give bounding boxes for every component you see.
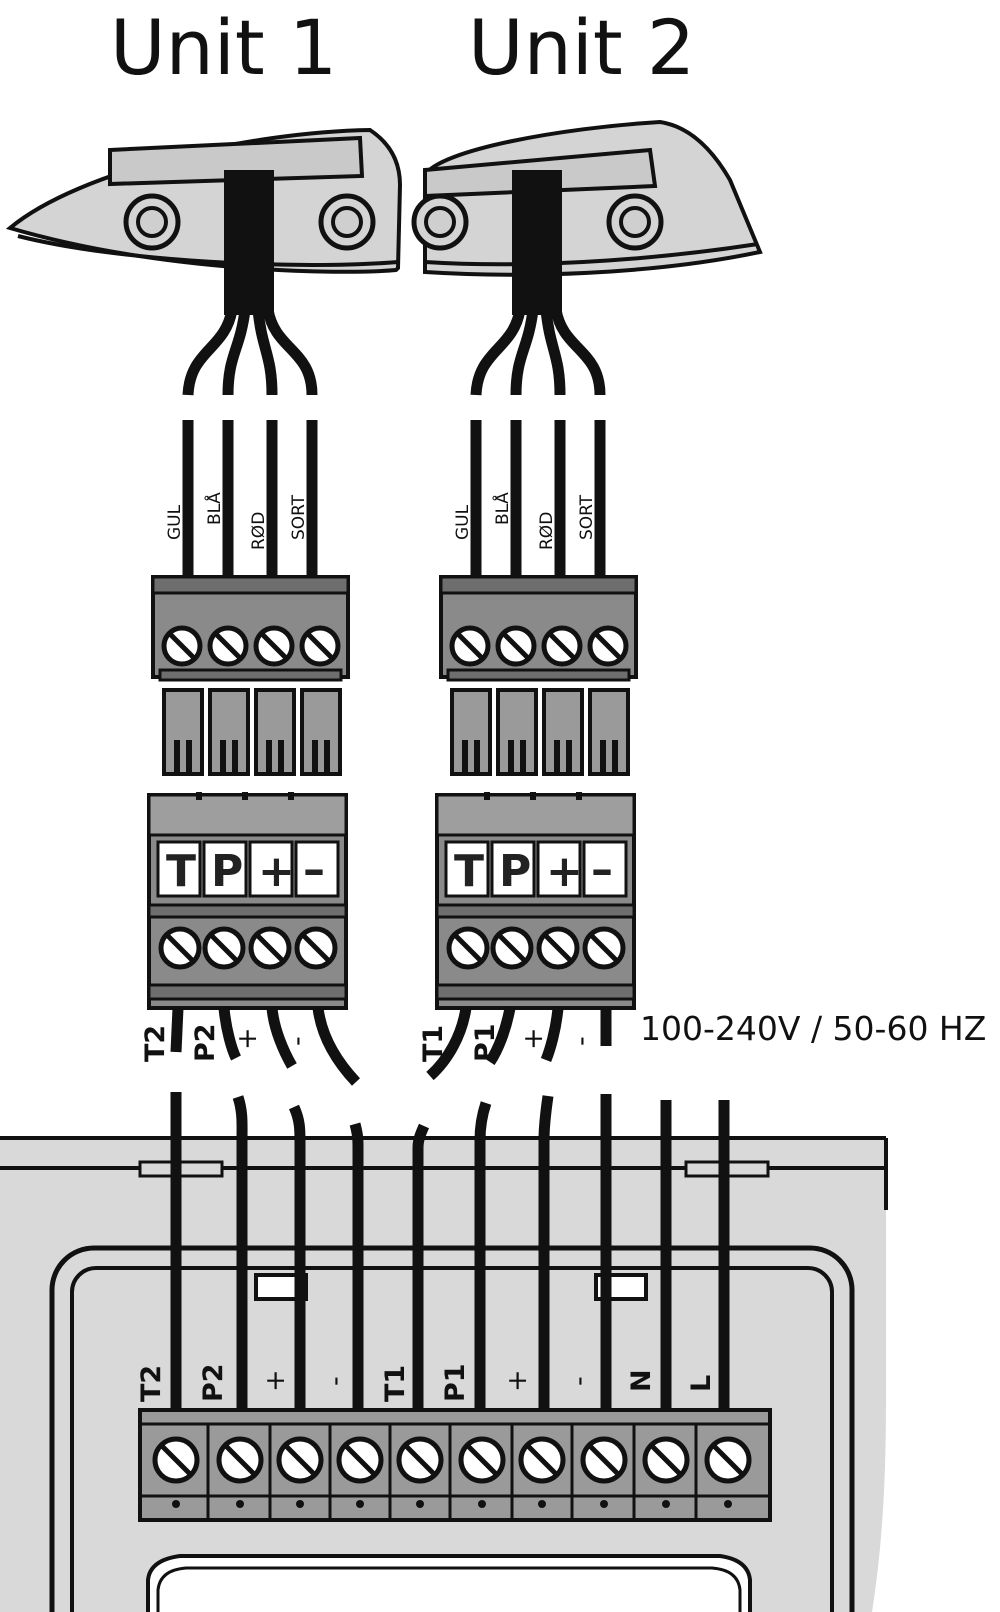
unit2-cable xyxy=(470,170,606,396)
lower-wires-upper xyxy=(170,1006,612,1086)
unit2-base-plug: T P + – xyxy=(435,792,636,1010)
terminal-label-t1: T1 xyxy=(380,1365,411,1402)
unit1-wires xyxy=(182,420,318,585)
wire-tag-plus: + xyxy=(518,1027,549,1050)
wire-tag-minus: - xyxy=(566,1036,597,1046)
terminal-label-minus-1: - xyxy=(320,1376,351,1386)
terminal-block-labels: T2 P2 + - T1 P1 + - N L xyxy=(136,1363,717,1402)
plug-symbol-p: P xyxy=(499,846,531,897)
terminal-label-n: N xyxy=(626,1369,657,1392)
unit2-wires xyxy=(470,420,606,585)
unit2-bottom-wire-labels: T1 P1 + - xyxy=(418,1023,597,1062)
unit1-cable-connector xyxy=(151,575,350,776)
terminal-label-l: L xyxy=(686,1375,717,1392)
unit1-bottom-wire-labels: T2 P2 + - xyxy=(140,1023,313,1062)
wire-tag-t1: T1 xyxy=(418,1025,449,1062)
unit2-wire-labels: GUL BLÅ RØD SORT xyxy=(453,492,597,550)
unit1-housing xyxy=(5,127,403,274)
terminal-label-p1: P1 xyxy=(440,1363,471,1402)
plug-symbol-minus: – xyxy=(303,844,325,895)
lower-wires-into-base xyxy=(170,1092,730,1412)
terminal-label-p2: P2 xyxy=(198,1363,229,1402)
unit1-wire-labels: GUL BLÅ RØD SORT xyxy=(165,492,309,550)
wire-label-bla: BLÅ xyxy=(203,492,225,525)
plug-symbol-p: P xyxy=(211,846,243,897)
wire-tag-p1: P1 xyxy=(470,1023,501,1062)
unit2-title: Unit 2 xyxy=(468,3,695,92)
plug-symbol-plus: + xyxy=(546,846,583,897)
terminal-label-plus-2: + xyxy=(502,1369,533,1392)
wire-label-sort: SORT xyxy=(289,494,309,540)
unit2-housing xyxy=(411,119,763,277)
wire-label-rod: RØD xyxy=(537,512,557,550)
unit2-cable-connector xyxy=(439,575,638,776)
unit1-cable xyxy=(182,170,318,396)
wire-label-rod: RØD xyxy=(249,512,269,550)
plug-symbol-plus: + xyxy=(258,846,295,897)
wire-label-gul: GUL xyxy=(165,504,185,540)
unit1-base-plug: T P + – xyxy=(147,792,348,1010)
supply-voltage-label: 100-240V / 50-60 HZ xyxy=(640,1009,986,1048)
plug-symbol-t: T xyxy=(454,846,484,897)
plug-symbol-t: T xyxy=(166,846,196,897)
terminal-block xyxy=(138,1408,772,1522)
wire-tag-minus: - xyxy=(282,1036,313,1046)
terminal-label-plus-1: + xyxy=(260,1369,291,1392)
terminal-label-minus-2: - xyxy=(564,1376,595,1386)
plug-symbol-minus: – xyxy=(591,844,613,895)
wire-tag-t2: T2 xyxy=(140,1025,171,1062)
terminal-label-t2: T2 xyxy=(136,1365,167,1402)
wire-tag-p2: P2 xyxy=(190,1023,221,1062)
wire-label-bla: BLÅ xyxy=(491,492,513,525)
wire-label-gul: GUL xyxy=(453,504,473,540)
wire-tag-plus: + xyxy=(232,1027,263,1050)
wire-label-sort: SORT xyxy=(577,494,597,540)
unit1-title: Unit 1 xyxy=(110,3,337,92)
